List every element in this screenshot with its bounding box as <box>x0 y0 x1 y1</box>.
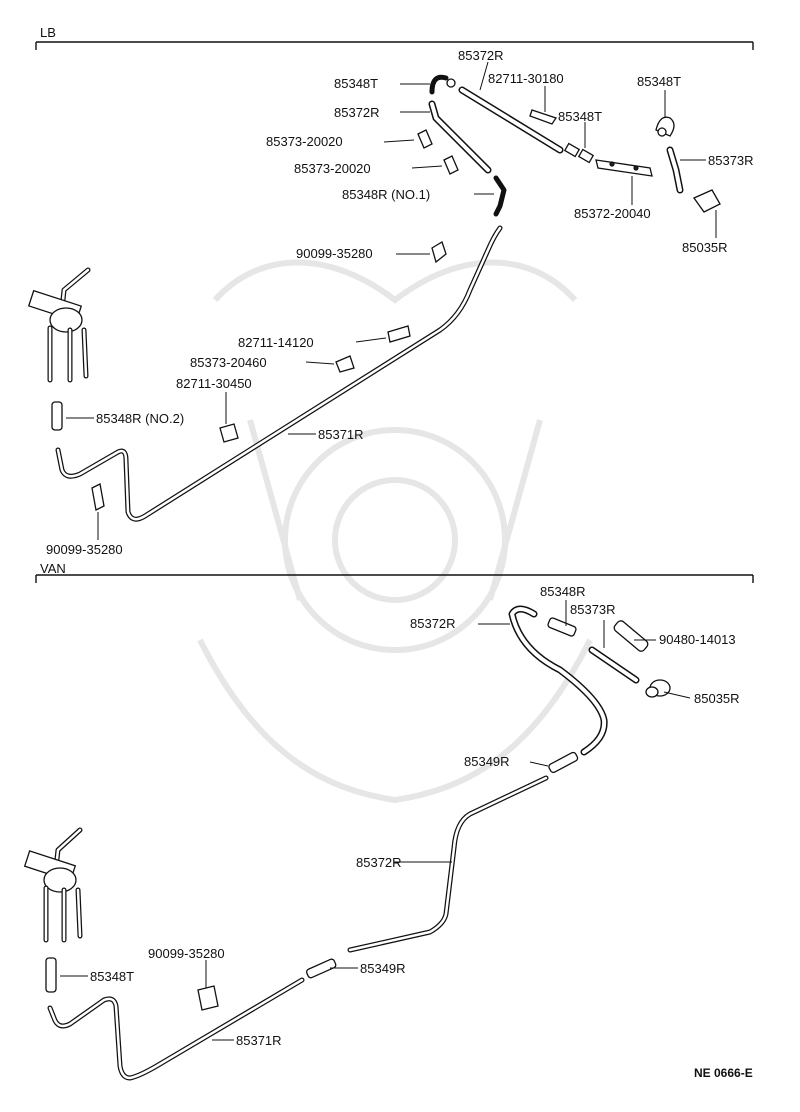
label-85348t-top: 85348T <box>334 76 378 91</box>
connector-85348r-no2 <box>51 401 63 431</box>
label-85348t-right: 85348T <box>637 74 681 89</box>
label-85348t-mid: 85348T <box>558 109 602 124</box>
label-85372r-mid-van: 85372R <box>356 855 402 870</box>
connector-85348t-right <box>655 116 675 137</box>
clamp-85373-20020-b <box>443 155 459 175</box>
label-85373r: 85373R <box>708 153 754 168</box>
connector-85349r-upper <box>548 751 579 774</box>
connector-90480-14013 <box>613 620 649 652</box>
label-90099-35280-van: 90099-35280 <box>148 946 225 961</box>
section-van: VAN <box>23 561 754 1081</box>
connector-85348r-no1 <box>493 175 507 217</box>
label-85373r-van: 85373R <box>570 602 616 617</box>
label-90480-14013: 90480-14013 <box>659 632 736 647</box>
drawing-code: NE 0666-E <box>694 1066 753 1080</box>
filter-assembly-van <box>23 827 83 943</box>
label-85035r: 85035R <box>682 240 728 255</box>
label-85348r-no2: 85348R (NO.2) <box>96 411 184 426</box>
label-85348r-no1: 85348R (NO.1) <box>342 187 430 202</box>
clamp-90099-35280-van <box>197 985 219 1011</box>
pipe-85372r-mid-van <box>347 775 549 953</box>
label-85371r-van: 85371R <box>236 1033 282 1048</box>
label-82711-30180: 82711-30180 <box>488 71 564 86</box>
hose-85372r-top-van <box>508 605 608 756</box>
hose-85372r-left <box>428 100 492 174</box>
label-85372r-left: 85372R <box>334 105 380 120</box>
labels-lb: 85372R 85348T 82711-30180 85348T 85372R … <box>46 48 754 557</box>
label-85372r-top-van: 85372R <box>410 616 456 631</box>
clip-82711-30180 <box>529 109 558 125</box>
label-90099-35280-top: 90099-35280 <box>296 246 373 261</box>
bracket-85372-20040 <box>595 159 653 177</box>
clamp-85035r <box>693 189 721 213</box>
label-85371r: 85371R <box>318 427 364 442</box>
label-82711-14120: 82711-14120 <box>238 335 314 350</box>
leaders-lb <box>66 61 717 540</box>
clamp-85035r-van <box>645 679 671 698</box>
filter-assembly-lb <box>27 267 91 383</box>
label-85349r-lower: 85349R <box>360 961 406 976</box>
leaders-van <box>60 600 691 1041</box>
label-85373-20020-a: 85373-20020 <box>266 134 343 149</box>
clamp-85373-20020-a <box>417 129 433 149</box>
connector-85348r-van <box>547 617 577 637</box>
connector-85348t-mid <box>563 142 595 164</box>
clip-82711-30450 <box>219 423 239 443</box>
section-title: VAN <box>40 561 66 576</box>
connector-85348t-van <box>45 957 57 993</box>
hose-85373r <box>666 146 684 194</box>
connector-85348t-top <box>429 74 456 95</box>
label-82711-30450: 82711-30450 <box>176 376 252 391</box>
connector-85349r-lower <box>305 958 337 979</box>
section-lb: LB <box>27 25 754 557</box>
watermark-emblem <box>197 259 593 804</box>
label-85373-20460: 85373-20460 <box>190 355 267 370</box>
pipe-85371r-van <box>47 977 305 1081</box>
clamp-85373-20460 <box>335 355 355 373</box>
label-85372r-top: 85372R <box>458 48 504 63</box>
label-90099-35280-bottom: 90099-35280 <box>46 542 123 557</box>
label-85373-20020-b: 85373-20020 <box>294 161 371 176</box>
clamp-90099-35280-top <box>431 241 447 264</box>
clip-82711-14120 <box>387 325 411 343</box>
label-85349r-upper: 85349R <box>464 754 510 769</box>
hose-85373r-van <box>588 646 640 684</box>
label-85035r-van: 85035R <box>694 691 740 706</box>
hose-85372r-top <box>458 86 564 154</box>
label-85348t-van: 85348T <box>90 969 134 984</box>
pipe-85371r <box>55 225 503 522</box>
label-85372-20040: 85372-20040 <box>574 206 651 221</box>
clamp-90099-35280-bottom <box>91 483 105 511</box>
section-title: LB <box>40 25 56 40</box>
label-85348r-van: 85348R <box>540 584 586 599</box>
labels-van: 85348R 85373R 85372R 90480-14013 85035R … <box>90 584 740 1048</box>
